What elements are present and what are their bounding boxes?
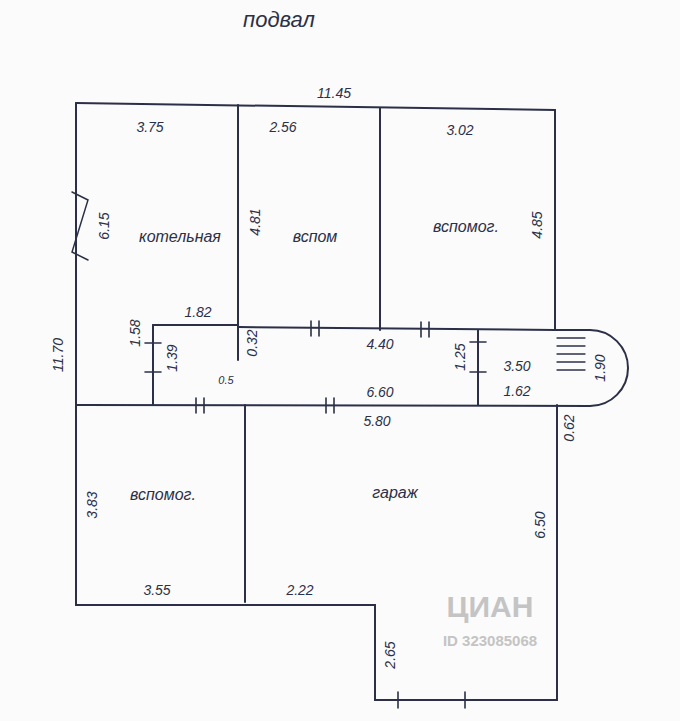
room-name: вспом xyxy=(293,228,338,246)
dimension-label: 3.55 xyxy=(143,583,170,597)
wall xyxy=(379,108,381,330)
watermark: ID 323085068 xyxy=(443,633,537,648)
wall xyxy=(76,103,555,330)
room-name: котельная xyxy=(139,228,221,246)
room-name: вспомог. xyxy=(433,218,499,236)
dimension-label: 1.58 xyxy=(128,319,142,346)
wall xyxy=(238,327,555,330)
dimension-label: 1.25 xyxy=(453,343,467,370)
dimension-label: 5.80 xyxy=(363,414,390,428)
dimension-label: 4.85 xyxy=(530,211,544,238)
door-marks xyxy=(145,321,486,708)
dimension-label: 0.32 xyxy=(245,329,259,356)
wall xyxy=(76,405,590,406)
stair-steps xyxy=(557,338,585,370)
dimension-label: 1.90 xyxy=(593,354,607,381)
walls xyxy=(72,103,628,708)
wall xyxy=(244,405,246,602)
dimension-label: 1.82 xyxy=(184,305,211,319)
dimension-label: 0.5 xyxy=(218,375,233,386)
dimension-label: 2.22 xyxy=(286,583,313,597)
dimension-label: 3.02 xyxy=(446,123,473,137)
room: гараж xyxy=(368,482,421,504)
room: вспомог. xyxy=(126,484,200,506)
room: вспомог. xyxy=(429,216,503,238)
room-name: гараж xyxy=(372,484,417,502)
dimension-label: 11.70 xyxy=(51,338,65,372)
dimension-label: 3.75 xyxy=(136,120,163,134)
dimension-label: 4.81 xyxy=(248,208,262,235)
wall xyxy=(153,324,238,326)
room: котельная xyxy=(135,226,225,248)
dimension-label: 3.50 xyxy=(503,359,530,373)
dimension-label: 1.62 xyxy=(503,384,530,398)
plan-title: подвал xyxy=(243,7,315,33)
dimension-label: 11.45 xyxy=(317,86,351,100)
dimension-label: 1.39 xyxy=(165,344,179,371)
room-name: вспомог. xyxy=(130,486,196,504)
dimension-label: 6.15 xyxy=(97,212,111,239)
dimension-label: 3.83 xyxy=(85,491,99,518)
dimension-label: 2.56 xyxy=(269,120,296,134)
room: вспом xyxy=(289,226,342,248)
dimension-label: 0.62 xyxy=(562,414,576,441)
dimension-marker xyxy=(72,192,88,260)
dimension-label: 4.40 xyxy=(366,337,393,351)
stair xyxy=(555,329,590,331)
dimension-label: 6.50 xyxy=(533,511,547,538)
stair xyxy=(590,330,628,406)
dimension-label: 2.65 xyxy=(383,641,397,668)
wall xyxy=(76,103,557,700)
wall xyxy=(237,105,239,360)
wall xyxy=(152,325,154,405)
dimension-label: 6.60 xyxy=(366,385,393,399)
watermark: ЦИАН xyxy=(447,592,534,622)
